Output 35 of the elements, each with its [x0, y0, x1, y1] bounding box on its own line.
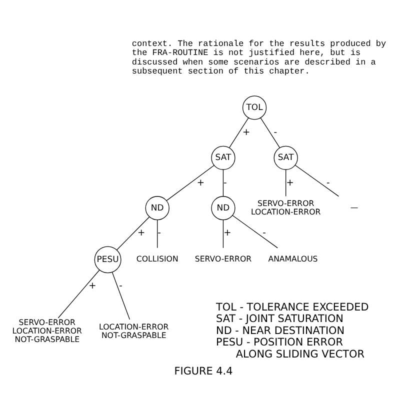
edge-label: - — [119, 282, 122, 292]
connector — [157, 220, 158, 248]
node-circle: SAT — [274, 146, 298, 170]
edge-label: - — [224, 178, 227, 188]
label: SAT - JOINT SATURATION — [216, 313, 344, 326]
label: PESU - POSITION ERROR ALONG SLIDING VECTOR — [216, 336, 364, 360]
edge-label: + — [224, 228, 232, 239]
connector — [222, 169, 224, 197]
edge-label: - — [274, 128, 278, 138]
label: context. The rationale for the results produced by the FRA-ROUTINE is not justified here, but is discussed when some scenarios are described in a subsequent section of this chapter. — [132, 39, 386, 76]
connector — [232, 215, 278, 248]
node-circle: SAT — [211, 146, 236, 170]
edge-label: + — [196, 178, 205, 188]
edge-label: - — [262, 228, 266, 239]
label: TOL - TOLERANCE EXCEEDED — [216, 301, 369, 314]
connector — [58, 270, 100, 318]
connector — [260, 117, 280, 148]
connector — [116, 216, 150, 250]
connector — [166, 165, 214, 201]
connector — [229, 117, 249, 148]
edge-label: - — [326, 178, 330, 188]
edge-label: + — [242, 128, 250, 138]
node-circle: TOL — [242, 96, 267, 120]
node-circle: ND — [145, 196, 170, 220]
edge-label: - — [158, 228, 161, 239]
edge-label: + — [286, 178, 294, 188]
node-circle: PESU — [94, 246, 122, 274]
node-circle: ND — [211, 196, 236, 220]
connector — [222, 220, 224, 248]
connector — [294, 164, 339, 197]
connector — [112, 272, 130, 320]
edge-label: + — [138, 228, 146, 239]
edge-label: + — [88, 282, 96, 292]
label: ND - NEAR DESTINATION — [216, 324, 345, 337]
caption: FIGURE 4.4 — [174, 365, 233, 378]
